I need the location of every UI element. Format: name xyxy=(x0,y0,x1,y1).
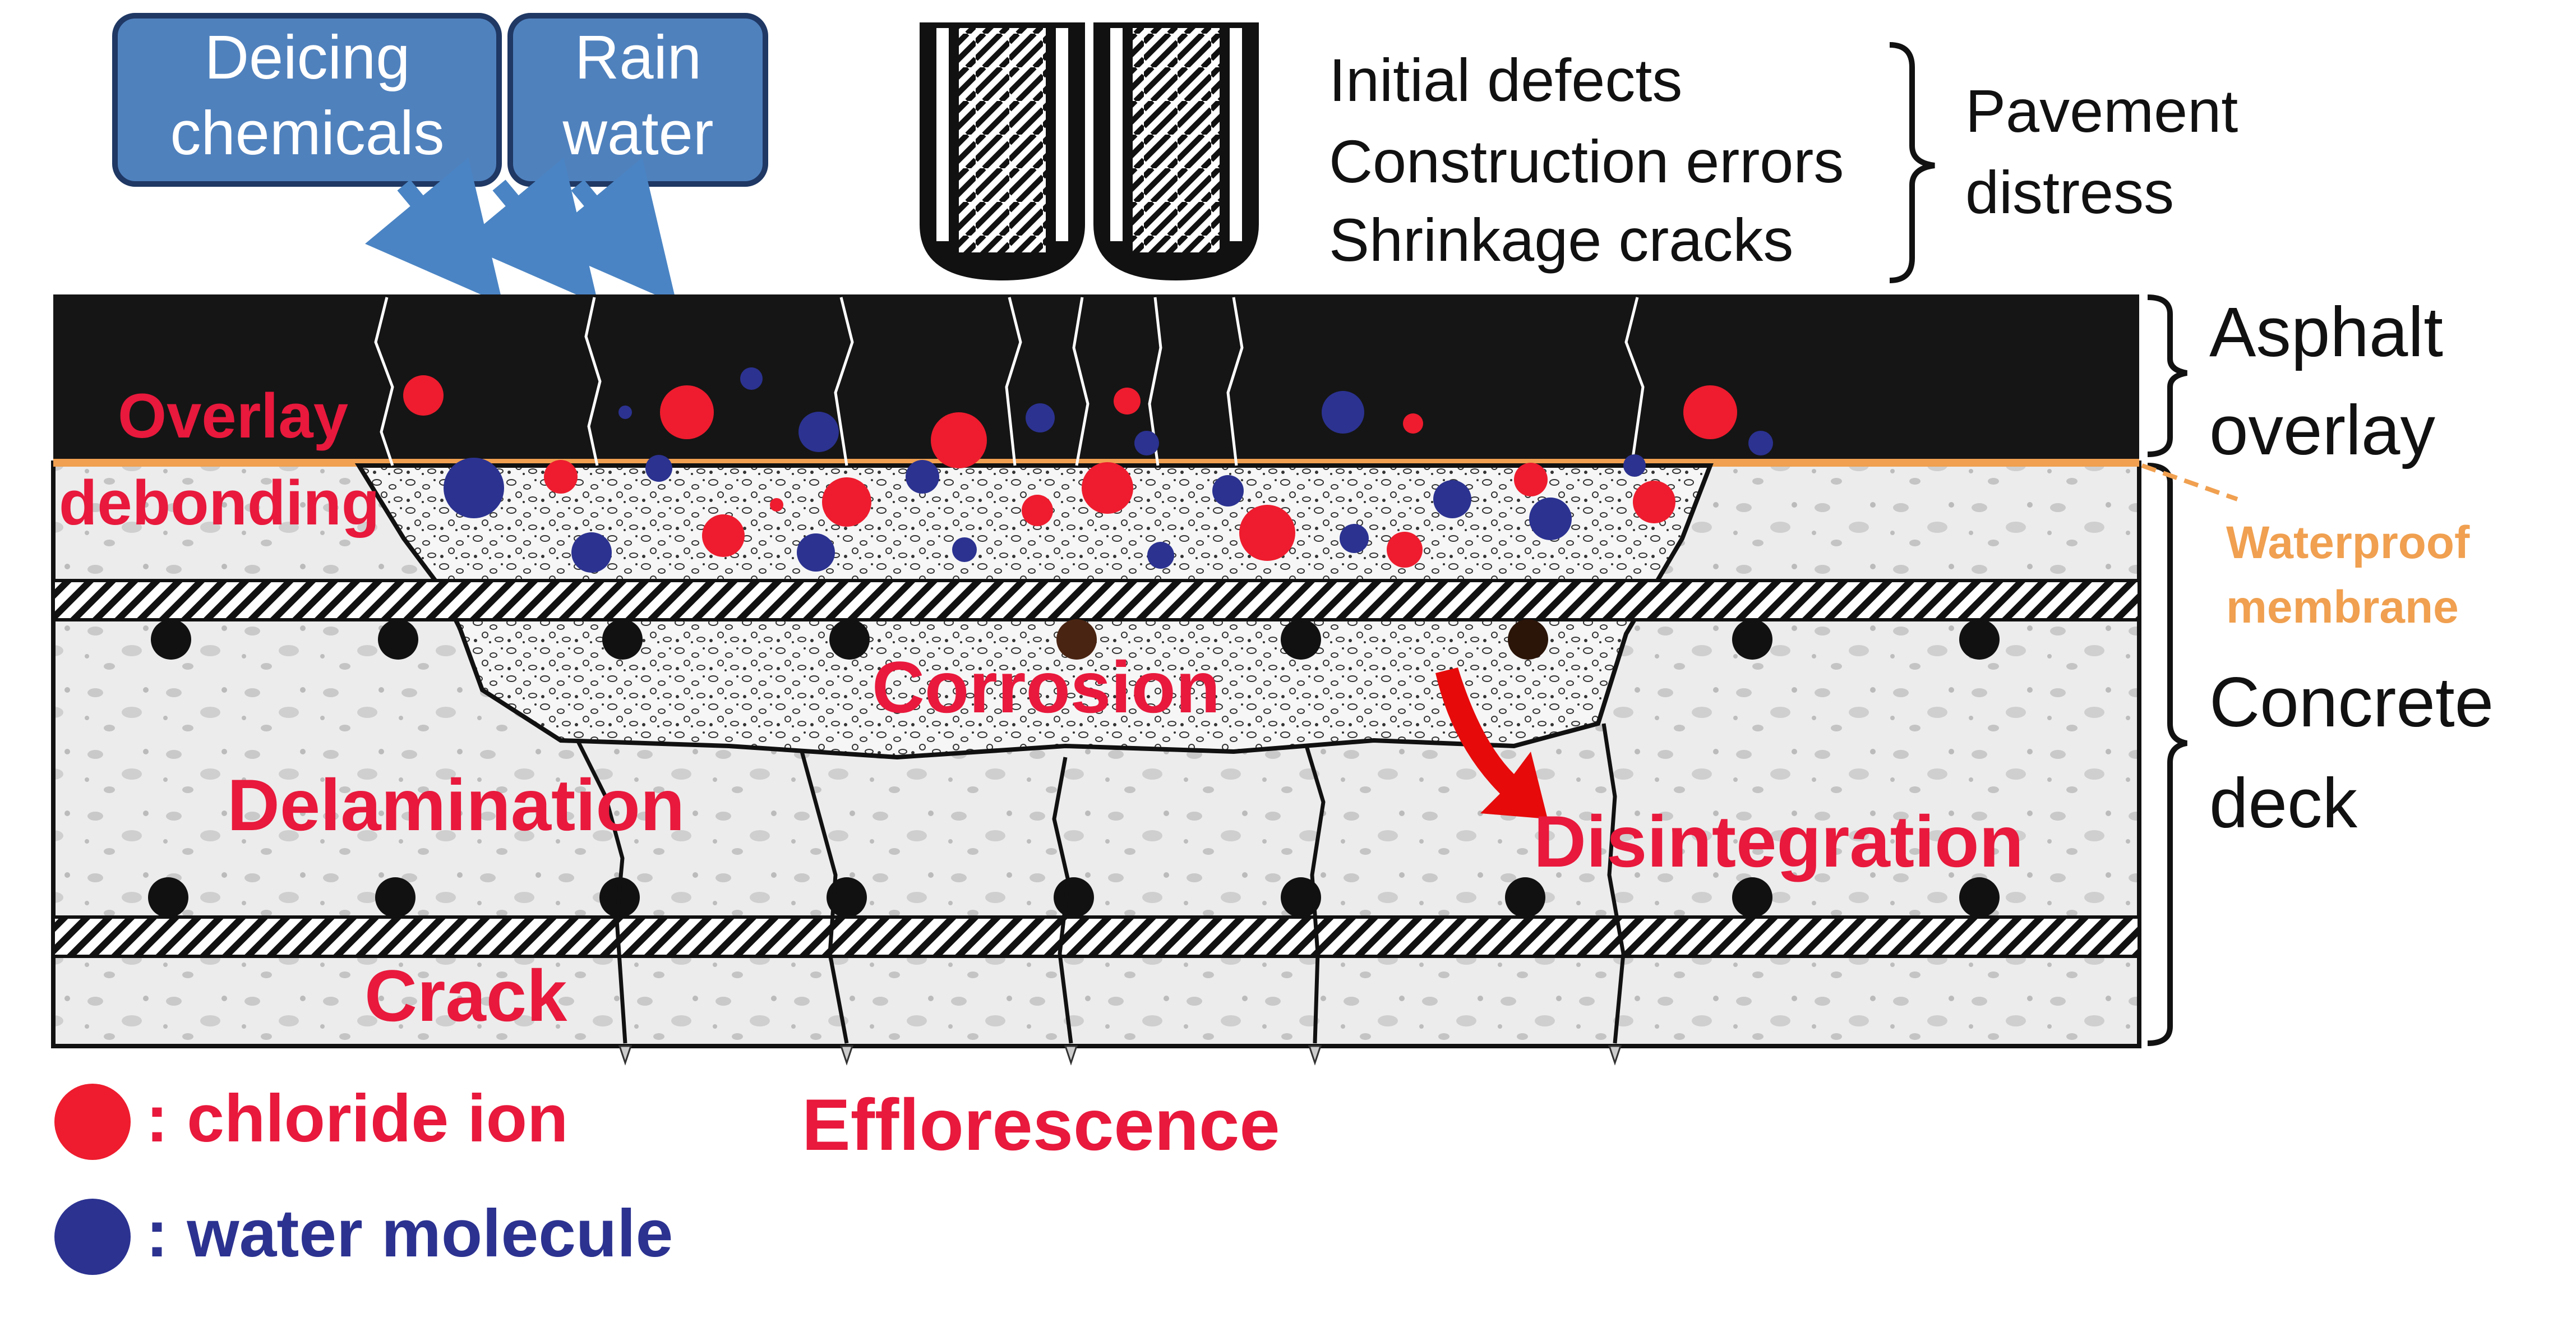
arrow-1 xyxy=(364,157,503,305)
disintegration-label: Disintegration xyxy=(1534,800,2024,882)
asphalt-label-line1: Asphalt xyxy=(2209,293,2443,371)
tire-icon xyxy=(1093,22,1259,280)
concrete-label-line2: deck xyxy=(2209,765,2358,842)
disintegration-arrow xyxy=(1435,667,1548,819)
upper-rebar-layer xyxy=(52,579,2141,621)
asphalt-overlay xyxy=(53,294,2139,463)
membrane-leader-line xyxy=(2141,463,2238,501)
deicing-label-line2: chemicals xyxy=(170,99,444,168)
arrow-3 xyxy=(538,157,677,305)
concrete-label-line1: Concrete xyxy=(2209,664,2494,742)
legend-chloride-swatch xyxy=(54,1084,131,1160)
chloride-ions xyxy=(403,375,1737,568)
membrane-label: Waterproof membrane xyxy=(2226,517,2470,633)
corrosion-label: Corrosion xyxy=(872,646,1220,728)
efflorescence-drips xyxy=(618,1045,1622,1066)
rain-label-line2: water xyxy=(562,99,714,168)
legend-chloride-label: : chloride ion xyxy=(146,1081,568,1156)
pavement-distress-line2: distress xyxy=(1965,158,2174,226)
overlay-label: Overlay xyxy=(118,381,348,451)
debonding-label: debonding xyxy=(59,468,380,538)
infiltration-arrows xyxy=(364,157,677,305)
concrete-brace xyxy=(2147,463,2188,1046)
water-molecules xyxy=(444,367,1773,573)
asphalt-cracks xyxy=(374,297,1645,466)
lower-rebar-layer xyxy=(52,915,2141,958)
membrane-label-line2: membrane xyxy=(2226,582,2459,633)
concrete-cracks xyxy=(575,723,1626,1044)
cause-shrinkage-cracks: Shrinkage cracks xyxy=(1329,206,1793,274)
legend-water-swatch xyxy=(54,1199,131,1275)
cause-construction-errors: Construction errors xyxy=(1329,127,1844,195)
asphalt-label-line2: overlay xyxy=(2209,392,2435,469)
distress-causes: Initial defects Construction errors Shri… xyxy=(1329,46,1844,274)
pavement-distress-line1: Pavement xyxy=(1965,77,2238,145)
crack-label: Crack xyxy=(364,955,567,1037)
distress-brace xyxy=(1889,42,1935,283)
deicing-chemicals-box: Deicing chemicals xyxy=(112,13,502,187)
rain-water-box: Rain water xyxy=(507,13,768,187)
damage-labels: Overlay debonding Corrosion Delamination… xyxy=(59,381,2024,1166)
layer-labels: Asphalt overlay Concrete deck xyxy=(2209,293,2494,842)
delamination-label: Delamination xyxy=(227,764,685,846)
rebar-upper-row xyxy=(151,619,2000,660)
tire-icon xyxy=(920,22,1085,280)
asphalt-brace xyxy=(2147,294,2187,457)
deicing-label-line1: Deicing xyxy=(205,23,410,92)
rain-label-line1: Rain xyxy=(575,23,701,92)
efflorescence-label: Efflorescence xyxy=(802,1084,1280,1166)
membrane-label-line1: Waterproof xyxy=(2226,517,2470,568)
legend-water-label: : water molecule xyxy=(146,1196,673,1271)
arrow-2 xyxy=(460,157,598,305)
cause-initial-defects: Initial defects xyxy=(1329,46,1682,114)
legend: : chloride ion : water molecule xyxy=(54,1081,673,1275)
